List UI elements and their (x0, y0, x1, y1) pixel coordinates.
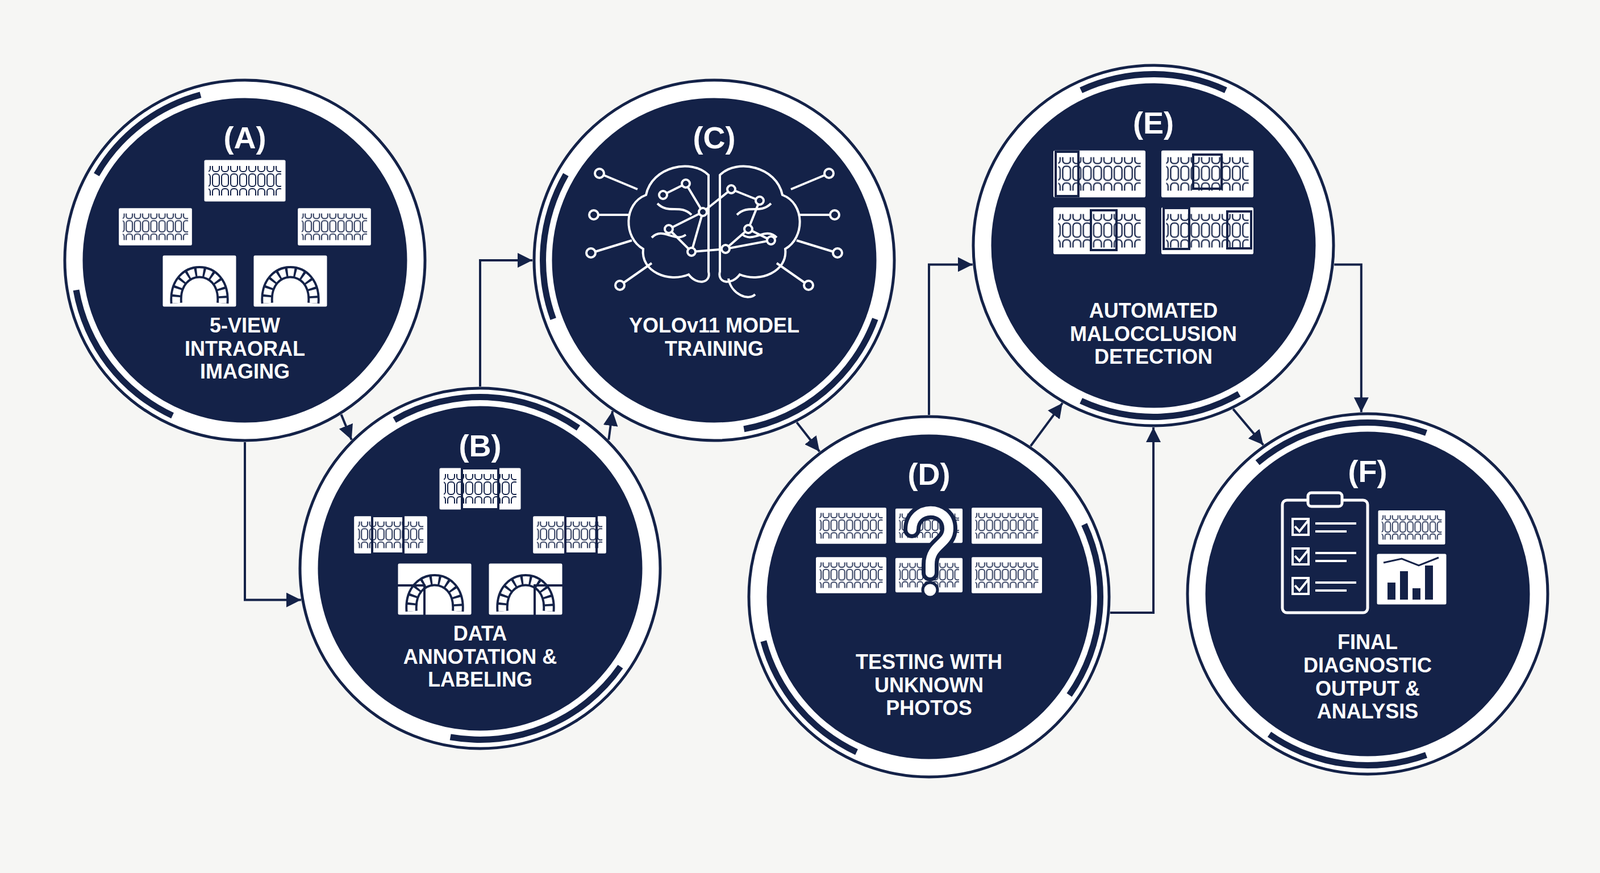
step-circle: (F) FINAL DIAGNOSTIC OUTPUT & ANALYSIS (1185, 411, 1550, 776)
step-letter: (F) (1299, 454, 1436, 489)
step-label: TESTING WITH UNKNOWN PHOTOS (840, 650, 1018, 720)
flow-arrow (608, 410, 613, 440)
report-icon (1282, 492, 1448, 613)
step-letter: (C) (646, 121, 783, 155)
step-circle: (B) DATA ANNOTATION & LABELING (298, 386, 662, 750)
five-view-icon (118, 159, 372, 308)
step-letter: (D) (860, 457, 998, 491)
flow-arrow (928, 264, 973, 415)
step-label: 5-VIEW INTRAORAL IMAGING (156, 314, 333, 384)
flow-arrow (1110, 427, 1154, 613)
step-circle: (E) AUTOMATED MALOCCLUSION DETECTION (971, 63, 1336, 428)
step-letter: (A) (176, 121, 314, 155)
step-letter: (B) (411, 428, 549, 463)
step-circle: (A) 5-VIEW INTRAORAL IMAGING (63, 78, 427, 443)
flow-arrow (1334, 264, 1362, 412)
flow-arrow (796, 422, 820, 452)
step-label: AUTOMATED MALOCCLUSION DETECTION (1065, 299, 1242, 369)
neural-brain-icon (586, 166, 843, 298)
flow-arrow (480, 260, 533, 387)
unknown-photos-icon (815, 506, 1044, 598)
step-letter: (E) (1085, 106, 1222, 140)
flow-arrow (341, 414, 352, 440)
flow-arrow (1030, 402, 1063, 447)
step-label: FINAL DIAGNOSTIC OUTPUT & ANALYSIS (1279, 630, 1456, 724)
step-label: YOLOv11 MODEL TRAINING (626, 314, 803, 361)
step-label: DATA ANNOTATION & LABELING (392, 622, 569, 692)
step-circle: (D) TESTING WITH UNKNOWN PHOTOS (747, 414, 1111, 779)
detection-icon (1052, 149, 1254, 256)
step-circle: (C) YOLOv11 MODEL TRAINING (532, 78, 897, 443)
annotation-icon (353, 467, 607, 617)
flow-arrow (1232, 409, 1264, 445)
flow-arrow (244, 442, 302, 600)
